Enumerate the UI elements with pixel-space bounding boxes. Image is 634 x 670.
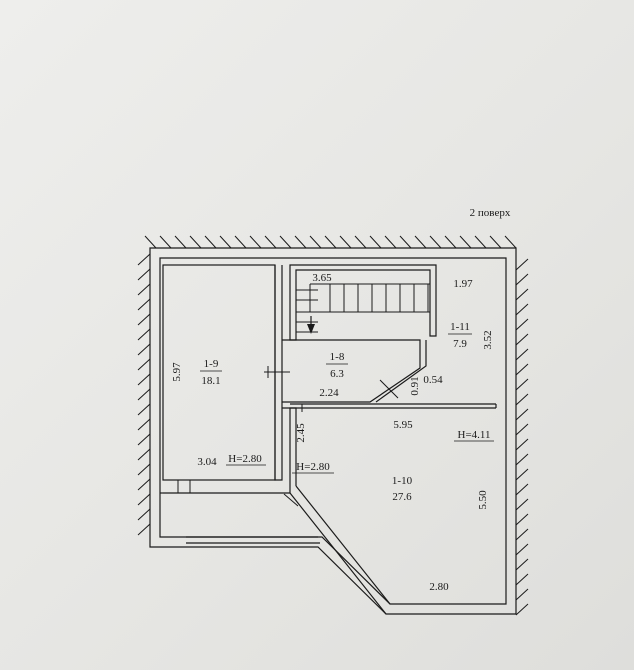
dim-0-54: 0.54 — [423, 374, 443, 386]
dim-2-24: 2.24 — [319, 387, 339, 399]
stair-treads — [296, 270, 431, 333]
room-1-8-outline — [282, 339, 421, 403]
dim-5-95: 5.95 — [393, 419, 413, 431]
room-1-8-code: 1-8 — [330, 351, 345, 363]
dim-2-80: 2.80 — [429, 581, 449, 593]
openings — [177, 366, 399, 507]
dim-3-04: 3.04 — [197, 456, 217, 468]
dim-0-91: 0.91 — [409, 376, 421, 395]
dim-2-45: 2.45 — [295, 423, 307, 443]
room-1-11-code: 1-11 — [450, 321, 470, 333]
wall-hatching — [137, 235, 529, 616]
dim-5-50: 5.50 — [477, 490, 489, 510]
dim-1-97: 1.97 — [453, 278, 473, 290]
room-1-9-code: 1-9 — [204, 358, 219, 370]
floor-title: 2 поверх — [470, 207, 511, 219]
room-1-10-code: 1-10 — [392, 475, 413, 487]
dim-3-65: 3.65 — [312, 272, 332, 284]
height-mid: H=2.80 — [296, 461, 330, 473]
room-1-11-area: 7.9 — [453, 338, 467, 350]
room-1-8-area: 6.3 — [330, 368, 344, 380]
room-1-9-area: 18.1 — [201, 375, 220, 387]
stair-arrow-head — [307, 324, 315, 334]
dim-3-52: 3.52 — [482, 330, 494, 349]
height-right: H=4.11 — [458, 429, 491, 441]
dim-5-97: 5.97 — [171, 362, 183, 382]
room-1-10-area: 27.6 — [392, 491, 412, 503]
height-left: H=2.80 — [228, 453, 262, 465]
outer-wall-inner — [159, 257, 507, 605]
